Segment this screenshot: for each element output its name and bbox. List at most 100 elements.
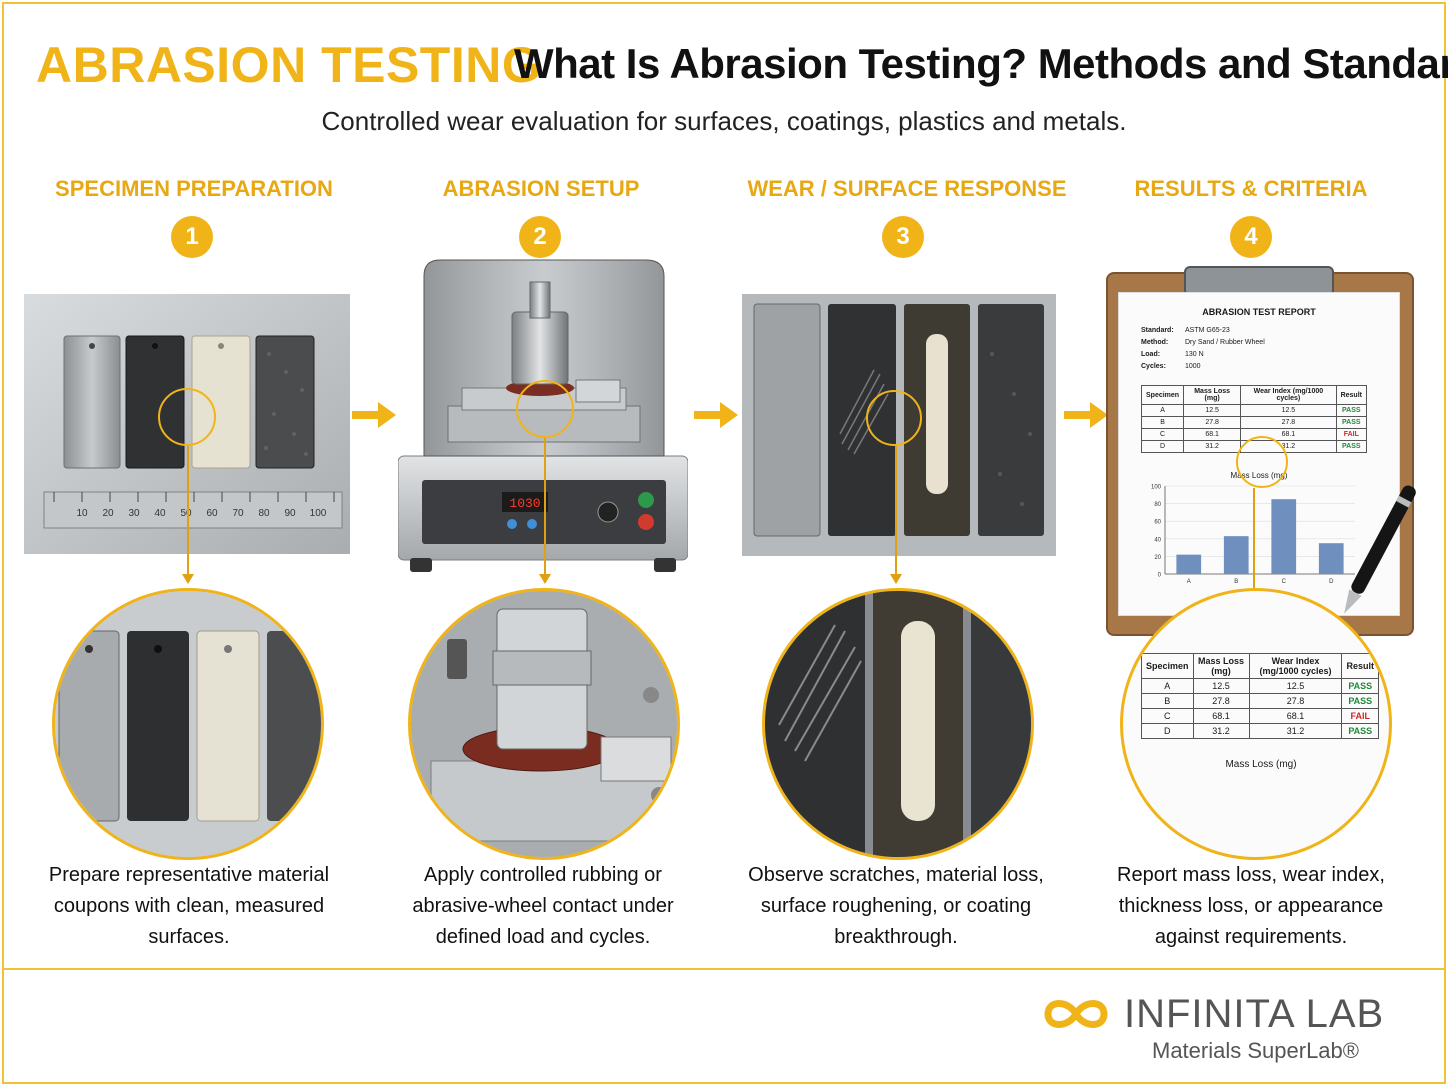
- counter-display: 1030: [509, 496, 540, 511]
- chart-bar: [1176, 554, 1202, 574]
- worn-specimens-photo: [742, 294, 1056, 556]
- meta-label: Load:: [1141, 351, 1161, 358]
- page-title: What Is Abrasion Testing? Methods and St…: [514, 40, 1448, 87]
- cell-specimen: C: [1140, 428, 1185, 441]
- ruler-tick-label: 20: [102, 508, 114, 519]
- flow-arrow-icon: [1064, 402, 1108, 428]
- cell-specimen: B: [1141, 693, 1194, 709]
- cell-specimen: C: [1141, 708, 1194, 724]
- footer-divider: [2, 968, 1446, 970]
- zoom-marker: [516, 380, 574, 438]
- cell-specimen: A: [1140, 404, 1185, 417]
- cell-result: PASS: [1335, 404, 1368, 417]
- cell-mass-loss: 68.1: [1183, 428, 1242, 441]
- step-3-heading: WEAR / SURFACE RESPONSE: [747, 176, 1067, 201]
- ruler-tick-label: 10: [76, 508, 88, 519]
- ruler-tick-label: 60: [206, 508, 218, 519]
- meta-value: Dry Sand / Rubber Wheel: [1185, 339, 1265, 346]
- cell-result: PASS: [1341, 723, 1379, 739]
- chart-bar: [1318, 543, 1344, 574]
- pen-icon: [1344, 485, 1416, 614]
- zoom-leader-line: [187, 446, 189, 574]
- zoom-marker: [1236, 436, 1288, 488]
- abrasion-wheel-closeup: [408, 588, 680, 860]
- chart-bar: [1223, 536, 1249, 574]
- table-header: Mass Loss (mg): [1192, 653, 1250, 679]
- ruler-tick-label: 80: [258, 508, 270, 519]
- chart-xtick-label: D: [1329, 579, 1334, 585]
- cell-wear-index: 12.5: [1248, 678, 1343, 694]
- chart-ytick-label: 100: [1151, 485, 1162, 491]
- brand-name: INFINITA LAB: [1124, 992, 1385, 1036]
- cell-mass-loss: 68.1: [1192, 708, 1250, 724]
- step-1-caption: Prepare representative material coupons …: [48, 864, 330, 948]
- title-tag: ABRASION TESTING: [36, 37, 542, 93]
- cell-mass-loss: 12.5: [1183, 404, 1242, 417]
- step-4-number: 4: [1230, 216, 1272, 258]
- zoom-arrow-tip: [182, 574, 194, 584]
- report-closeup: Specimen Mass Loss (mg) Wear Index (mg/1…: [1120, 588, 1392, 860]
- step-4-heading: RESULTS & CRITERIA: [1134, 176, 1368, 201]
- closeup-chart-title: Mass Loss (mg): [1225, 759, 1297, 770]
- chart-xtick-label: A: [1187, 579, 1191, 585]
- cell-result: PASS: [1341, 678, 1379, 694]
- report-table: Specimen Mass Loss (mg) Wear Index (mg/1…: [1140, 385, 1368, 453]
- cell-result: FAIL: [1335, 428, 1368, 441]
- test-report-clipboard: ABRASION TEST REPORT Standard: ASTM G65-2…: [1106, 266, 1416, 640]
- cell-result: PASS: [1341, 693, 1379, 709]
- zoom-marker: [866, 390, 922, 446]
- step-2-caption: Apply controlled rubbing or abrasive-whe…: [412, 864, 674, 948]
- ruler-tick-label: 40: [154, 508, 166, 519]
- cell-specimen: A: [1141, 678, 1194, 694]
- zoom-leader-line: [544, 438, 546, 574]
- zoom-arrow-tip: [890, 574, 902, 584]
- chart-bar: [1271, 499, 1297, 574]
- flow-arrow-icon: [694, 402, 738, 428]
- cell-wear-index: 68.1: [1248, 708, 1343, 724]
- cell-specimen: D: [1140, 440, 1185, 453]
- step-4-caption: Report mass loss, wear index, thickness …: [1117, 864, 1385, 948]
- zoom-marker: [158, 388, 216, 446]
- chart-ytick-label: 0: [1158, 573, 1162, 579]
- report-meta: Standard:ASTM G65-23 Method:Dry Sand / R…: [1141, 325, 1377, 373]
- flow-arrow-icon: [352, 402, 396, 428]
- meta-value: ASTM G65-23: [1185, 327, 1230, 334]
- ruler-tick-label: 50: [180, 508, 192, 519]
- closeup-table-wrap: Specimen Mass Loss (mg) Wear Index (mg/1…: [1141, 653, 1381, 770]
- chart-ytick-label: 80: [1154, 502, 1161, 508]
- meta-label: Cycles:: [1141, 363, 1166, 370]
- cell-wear-index: 27.8: [1248, 693, 1343, 709]
- cell-wear-index: 27.8: [1240, 416, 1337, 429]
- cell-mass-loss: 31.2: [1183, 440, 1242, 453]
- meta-value: 130 N: [1185, 351, 1204, 358]
- chart-xtick-label: C: [1282, 579, 1287, 585]
- chart-ytick-label: 20: [1154, 555, 1161, 561]
- ruler-tick-label: 90: [284, 508, 296, 519]
- cell-specimen: B: [1140, 416, 1185, 429]
- zoom-leader-line: [895, 446, 897, 574]
- table-header: Mass Loss (mg): [1183, 385, 1242, 405]
- chart-ytick-label: 40: [1154, 537, 1161, 543]
- step-1-heading: SPECIMEN PREPARATION: [55, 176, 333, 201]
- report-title: ABRASION TEST REPORT: [1202, 307, 1316, 317]
- page-subtitle: Controlled wear evaluation for surfaces,…: [321, 106, 1127, 136]
- table-header: Wear Index (mg/1000 cycles): [1240, 385, 1337, 405]
- meta-value: 1000: [1185, 363, 1201, 370]
- cell-mass-loss: 27.8: [1192, 693, 1250, 709]
- specimen-closeup: [52, 588, 324, 860]
- cell-result: PASS: [1335, 416, 1368, 429]
- table-header: Result: [1335, 385, 1368, 405]
- cell-wear-index: 12.5: [1240, 404, 1337, 417]
- cell-mass-loss: 12.5: [1192, 678, 1250, 694]
- wear-surface-closeup: [762, 588, 1034, 860]
- meta-label: Standard:: [1141, 327, 1174, 334]
- table-header: Specimen: [1140, 385, 1185, 405]
